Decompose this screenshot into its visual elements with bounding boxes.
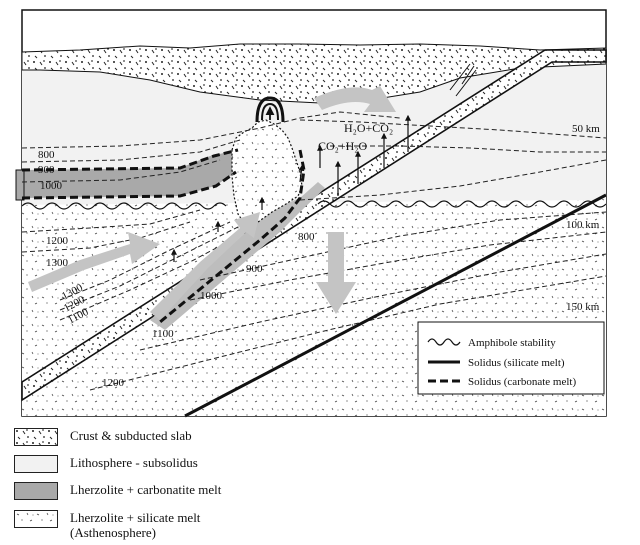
fluid-label-h2o-co2: H₂O+CO₂: [344, 121, 393, 135]
isotherm-label: 1000: [40, 180, 63, 192]
inset-legend: Amphibole stability Solidus (silicate me…: [417, 321, 605, 395]
inset-legend-silicate: Solidus (silicate melt): [468, 357, 565, 369]
crust-band: [21, 43, 607, 104]
depth-label-50km: 50 km: [572, 123, 600, 135]
legend-label-silicate-line2: (Asthenosphere): [70, 525, 156, 540]
subducted-slab: [21, 49, 607, 402]
isotherm-label: 1000: [200, 290, 223, 302]
legend-row-lithosphere: Lithosphere - subsolidus: [14, 455, 198, 481]
fault-marks: [449, 63, 477, 97]
legend-label-carbonatite: Lherzolite + carbonatite melt: [70, 482, 222, 497]
legend-row-crust: Crust & subducted slab: [14, 428, 192, 454]
inset-legend-carbonate: Solidus (carbonate melt): [468, 376, 576, 388]
isotherm-label: 1100: [152, 328, 174, 340]
flow-arrow-icon: [316, 232, 356, 314]
legend-label-silicate: Lherzolite + silicate melt (Asthenospher…: [70, 510, 200, 540]
isotherm-label: 1300: [46, 257, 69, 269]
inset-legend-amphibole: Amphibole stability: [468, 337, 556, 349]
left-edge-tab: [15, 169, 25, 201]
legend-label-lithosphere: Lithosphere - subsolidus: [70, 455, 198, 470]
silicate-solidus-line: [184, 193, 607, 418]
isotherm-label: 900: [246, 263, 263, 275]
flow-arrow-icon: [150, 212, 260, 320]
isotherm-label: 800: [38, 149, 55, 161]
carbonatite-melt-region: [22, 150, 238, 198]
depth-label-150km: 150 km: [566, 301, 600, 313]
flow-arrow-icon: [314, 86, 396, 112]
crust-swatch: [14, 428, 58, 446]
amphibole-stability-line: [21, 202, 227, 210]
legend-row-silicate: Lherzolite + silicate melt (Asthenospher…: [14, 510, 200, 542]
legend-label-silicate-line1: Lherzolite + silicate melt: [70, 510, 201, 525]
carbonatite-swatch: [14, 482, 58, 500]
isotherm-label: 1200: [102, 377, 125, 389]
flow-arrow-icon: [28, 232, 160, 292]
fluid-label-co2-h2o: CO₂+H₂O: [318, 139, 367, 153]
lithosphere-swatch: [14, 455, 58, 473]
volcano-icon: [255, 96, 285, 123]
isotherm-label: 900: [38, 164, 55, 176]
upward-arrow-icon: [171, 114, 411, 262]
wavy-line-icon: [427, 338, 461, 346]
isotherm-label: 800: [298, 231, 315, 243]
isotherm-label: 1200: [46, 235, 69, 247]
legend-label-crust: Crust & subducted slab: [70, 428, 192, 443]
legend-row-carbonatite: Lherzolite + carbonatite melt: [14, 482, 221, 508]
slab-carbonatite-band: [150, 182, 325, 330]
amphibole-stability-line-right: [317, 200, 607, 208]
silicate-swatch: [14, 510, 58, 528]
depth-label-100km: 100 km: [566, 219, 600, 231]
